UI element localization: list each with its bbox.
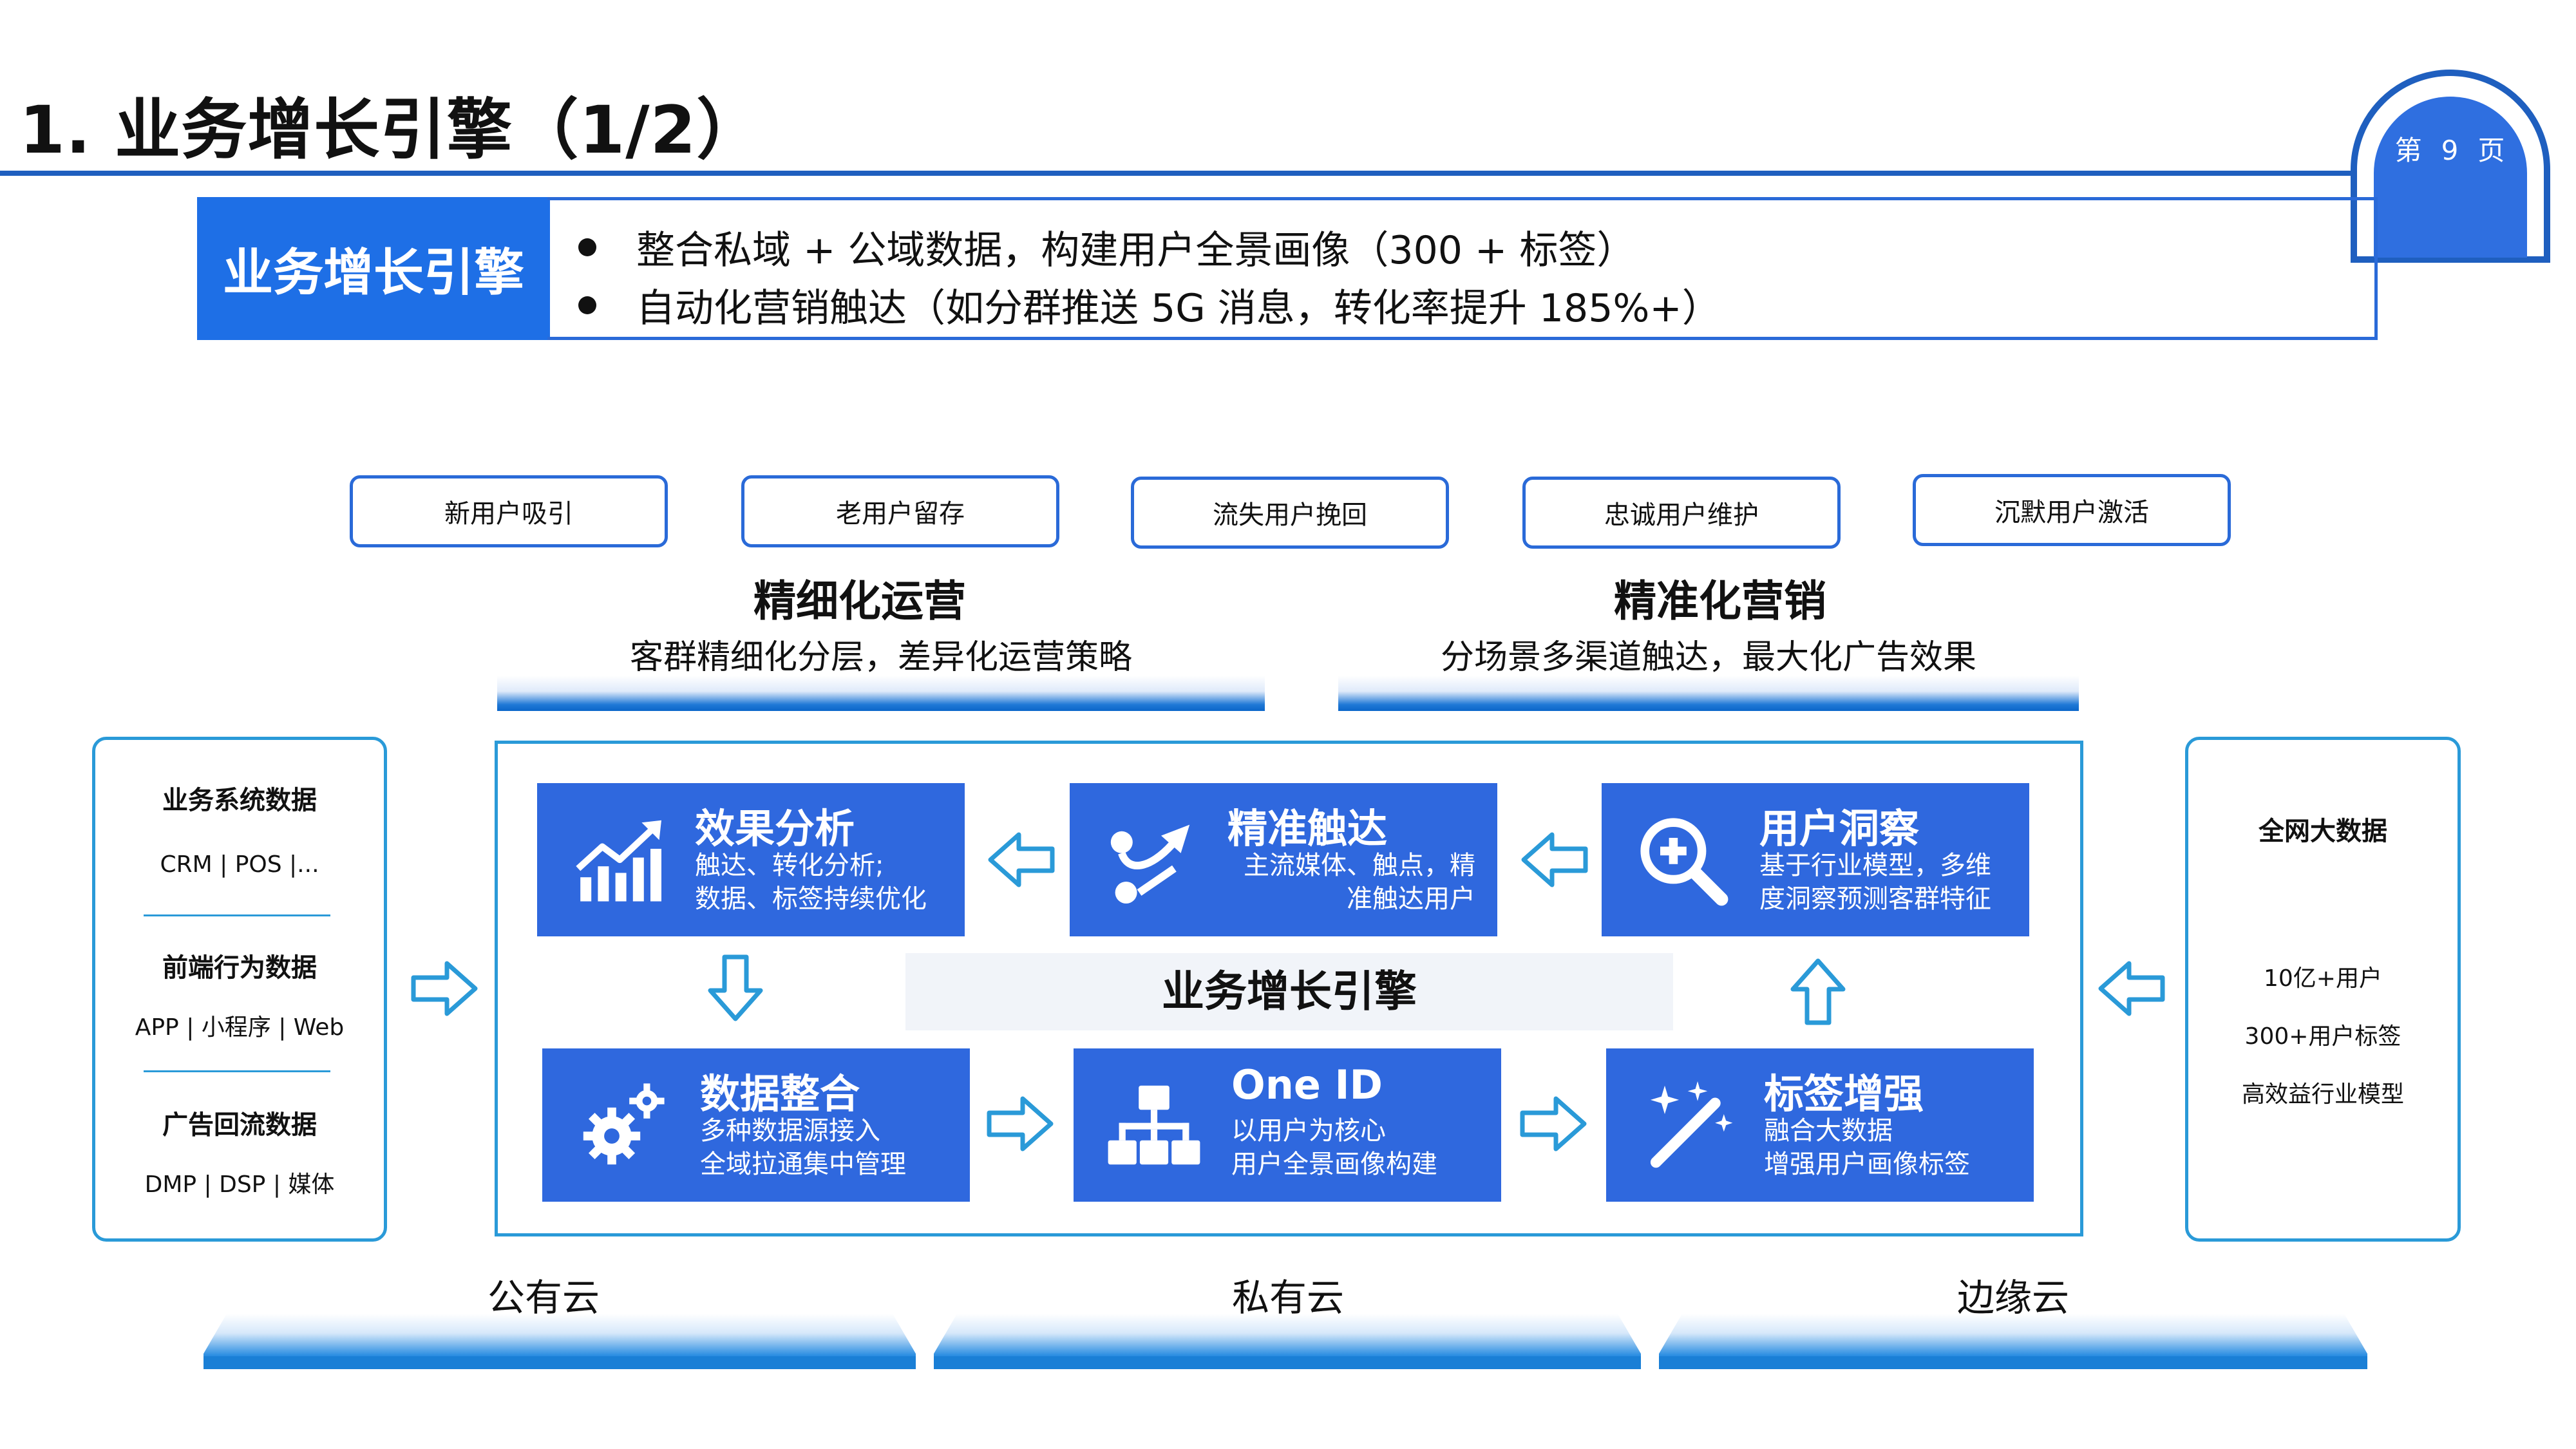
arrow-left-icon [1521, 832, 1588, 887]
touch-route-icon [1110, 824, 1190, 904]
card-desc-line: 多种数据源接入 [700, 1116, 880, 1146]
zoom-in-icon [1640, 818, 1728, 906]
card-desc-line: 增强用户画像标签 [1764, 1150, 1970, 1179]
card-title: 用户洞察 [1759, 805, 1920, 852]
left-panel-divider [144, 1070, 330, 1072]
banner-title: 业务增长引擎 [197, 197, 550, 340]
bullet-dot-icon [578, 238, 596, 256]
ops-left-title: 精细化运营 [753, 576, 966, 626]
cloud-platform-edge [1659, 1314, 2367, 1369]
card-desc-line: 用户全景画像构建 [1231, 1150, 1437, 1179]
card-desc-line: 触达、转化分析; [695, 851, 884, 880]
card-title: 标签增强 [1764, 1070, 1924, 1117]
card-desc: 以用户为核心 用户全景画像构建 [1231, 1114, 1437, 1181]
hierarchy-icon [1108, 1085, 1200, 1165]
banner-box [547, 197, 2378, 340]
card-effect-analysis: 效果分析 触达、转化分析; 数据、标签持续优化 [537, 783, 965, 936]
arrow-left-icon [988, 832, 1055, 887]
card-desc: 触达、转化分析; 数据、标签持续优化 [695, 849, 927, 916]
card-desc: 基于行业模型，多维 度洞察预测客群特征 [1759, 849, 1991, 916]
card-desc-line: 准触达用户 [1347, 884, 1475, 914]
magic-wand-icon [1650, 1081, 1733, 1168]
left-panel-head-1: 业务系统数据 [162, 786, 317, 815]
right-data-panel [2185, 737, 2461, 1242]
right-panel-item-2: 300+用户标签 [2244, 1023, 2401, 1050]
tag-winback: 流失用户挽回 [1131, 477, 1449, 549]
engine-label: 业务增长引擎 [905, 953, 1673, 1030]
card-title: 效果分析 [695, 805, 855, 852]
card-desc: 主流媒体、触点，精 准触达用户 [1227, 849, 1475, 916]
arrow-right-icon [411, 961, 478, 1016]
right-panel-head: 全网大数据 [2259, 817, 2387, 846]
left-panel-text-2: APP | 小程序 | Web [135, 1014, 345, 1041]
growth-chart-icon [576, 820, 661, 902]
tag-loyalty: 忠诚用户维护 [1522, 477, 1841, 549]
card-title: One ID [1231, 1061, 1383, 1108]
ops-left-subtitle: 客群精细化分层，差异化运营策略 [497, 632, 1265, 711]
arrow-right-icon [987, 1096, 1054, 1151]
card-desc-line: 主流媒体、触点，精 [1244, 851, 1475, 880]
cloud-label-private: 私有云 [1231, 1276, 1344, 1320]
arrow-right-icon [1520, 1096, 1587, 1151]
tag-retention: 老用户留存 [741, 475, 1059, 547]
banner-bullet-text: 自动化营销触达（如分群推送 5G 消息，转化率提升 185%+） [636, 286, 1721, 331]
arrow-left-icon [2098, 961, 2165, 1016]
page-suffix: 页 [2477, 135, 2506, 166]
banner-bullet-text: 整合私域 + 公域数据，构建用户全景画像（300 + 标签） [636, 228, 1636, 273]
left-panel-divider [144, 914, 330, 916]
bullet-dot-icon [578, 296, 596, 314]
cloud-label-edge: 边缘云 [1956, 1276, 2069, 1320]
card-one-id: One ID 以用户为核心 用户全景画像构建 [1074, 1048, 1501, 1202]
left-panel-head-3: 广告回流数据 [162, 1110, 317, 1140]
card-precise-reach: 精准触达 主流媒体、触点，精 准触达用户 [1070, 783, 1497, 936]
arrow-down-icon [708, 954, 763, 1021]
card-desc: 多种数据源接入 全域拉通集中管理 [700, 1114, 906, 1181]
right-panel-item-1: 10亿+用户 [2264, 965, 2382, 992]
card-desc-line: 数据、标签持续优化 [695, 884, 927, 914]
tag-reactivation: 沉默用户激活 [1913, 474, 2231, 546]
card-desc-line: 基于行业模型，多维 [1759, 851, 1991, 880]
cloud-platform-public [204, 1314, 916, 1369]
tag-new-user: 新用户吸引 [350, 475, 668, 547]
banner-bullet-1: 整合私域 + 公域数据，构建用户全景画像（300 + 标签） [578, 219, 1635, 275]
arrow-up-icon [1790, 958, 1846, 1025]
page-title: 1. 业务增长引擎（1/2） [19, 92, 763, 169]
card-data-integration: 数据整合 多种数据源接入 全域拉通集中管理 [542, 1048, 970, 1202]
card-user-insight: 用户洞察 基于行业模型，多维 度洞察预测客群特征 [1602, 783, 2029, 936]
left-panel-text-3: DMP | DSP | 媒体 [144, 1171, 335, 1198]
left-data-panel [92, 737, 387, 1242]
title-divider [0, 171, 2550, 176]
card-desc-line: 全域拉通集中管理 [700, 1150, 906, 1179]
left-panel-head-2: 前端行为数据 [162, 953, 317, 983]
gears-icon [583, 1083, 665, 1165]
card-desc-line: 以用户为核心 [1231, 1116, 1386, 1146]
card-desc-line: 度洞察预测客群特征 [1759, 884, 1991, 914]
right-panel-item-3: 高效益行业模型 [2241, 1081, 2404, 1108]
cloud-label-public: 公有云 [487, 1276, 600, 1320]
cloud-platform-private [934, 1314, 1641, 1369]
ops-right-title: 精准化营销 [1614, 576, 1826, 626]
left-panel-text-1: CRM | POS |... [160, 851, 319, 878]
card-title: 数据整合 [700, 1070, 860, 1117]
card-desc-line: 融合大数据 [1764, 1116, 1893, 1146]
page-number-badge-fill [2374, 97, 2527, 258]
page-number: 9 [2441, 135, 2460, 166]
page-prefix: 第 [2394, 135, 2423, 166]
banner-bullet-2: 自动化营销触达（如分群推送 5G 消息，转化率提升 185%+） [578, 277, 1721, 333]
card-title: 精准触达 [1227, 805, 1388, 852]
card-desc: 融合大数据 增强用户画像标签 [1764, 1114, 1970, 1181]
card-tag-boost: 标签增强 融合大数据 增强用户画像标签 [1606, 1048, 2034, 1202]
ops-right-subtitle: 分场景多渠道触达，最大化广告效果 [1338, 632, 2079, 711]
